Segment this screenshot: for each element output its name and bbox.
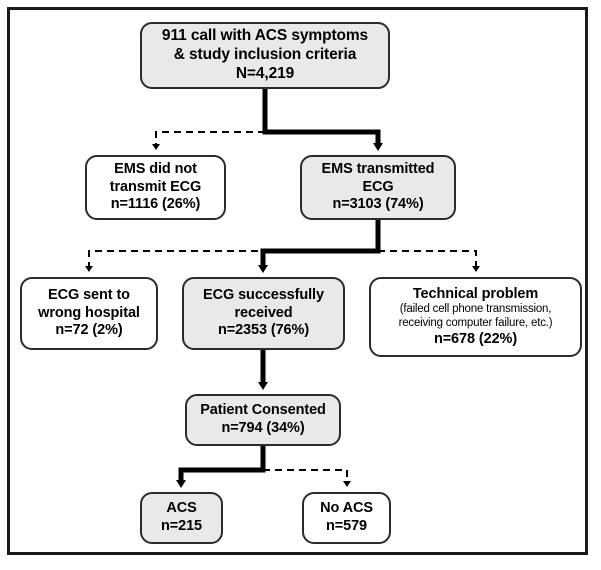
node-no-acs-line-1: No ACS [320, 500, 373, 517]
node-acs-count: n=215 [160, 518, 203, 534]
node-acs-line-1: ACS [166, 500, 197, 517]
node-no-acs: No ACS n=579 [302, 492, 391, 544]
node-ecg-successfully-received: ECG successfully received n=2353 (76%) [182, 277, 345, 350]
node-transmitted-line-2: ECG [362, 178, 394, 195]
node-received-line-1: ECG successfully [203, 286, 324, 303]
node-wrong-hospital-line-1: ECG sent to [48, 286, 130, 303]
node-consented-line-1: Patient Consented [200, 402, 326, 419]
node-screened-count: N=4,219 [235, 64, 295, 82]
node-technical-sub-2: receiving computer failure, etc.) [398, 317, 553, 329]
node-acs: ACS n=215 [140, 492, 223, 544]
node-screened-line-2: & study inclusion criteria [173, 46, 357, 64]
node-screened: 911 call with ACS symptoms & study inclu… [140, 22, 390, 89]
node-consented-count: n=794 (34%) [221, 420, 305, 436]
node-ems-did-not-transmit: EMS did not transmit ECG n=1116 (26%) [85, 155, 226, 220]
node-technical-title: Technical problem [412, 285, 539, 302]
node-received-count: n=2353 (76%) [217, 322, 310, 339]
node-wrong-hospital-line-2: wrong hospital [38, 304, 140, 321]
node-screened-line-1: 911 call with ACS symptoms [161, 27, 369, 45]
node-transmitted-line-1: EMS transmitted [321, 160, 435, 177]
node-received-line-2: received [234, 304, 293, 321]
node-no-transmit-line-2: transmit ECG [109, 178, 202, 195]
node-technical-sub-1: (failed cell phone transmission, [399, 303, 552, 316]
node-no-acs-count: n=579 [325, 518, 368, 534]
node-no-transmit-count: n=1116 (26%) [110, 196, 201, 213]
node-technical-count: n=678 (22%) [433, 330, 518, 347]
node-ems-transmitted-ecg: EMS transmitted ECG n=3103 (74%) [300, 155, 456, 220]
node-technical-problem: Technical problem (failed cell phone tra… [369, 277, 582, 357]
node-ecg-sent-to-wrong-hospital: ECG sent to wrong hospital n=72 (2%) [20, 277, 158, 350]
node-patient-consented: Patient Consented n=794 (34%) [185, 394, 341, 446]
node-wrong-hospital-count: n=72 (2%) [55, 322, 123, 339]
node-no-transmit-line-1: EMS did not [114, 160, 197, 177]
node-transmitted-count: n=3103 (74%) [332, 196, 424, 213]
